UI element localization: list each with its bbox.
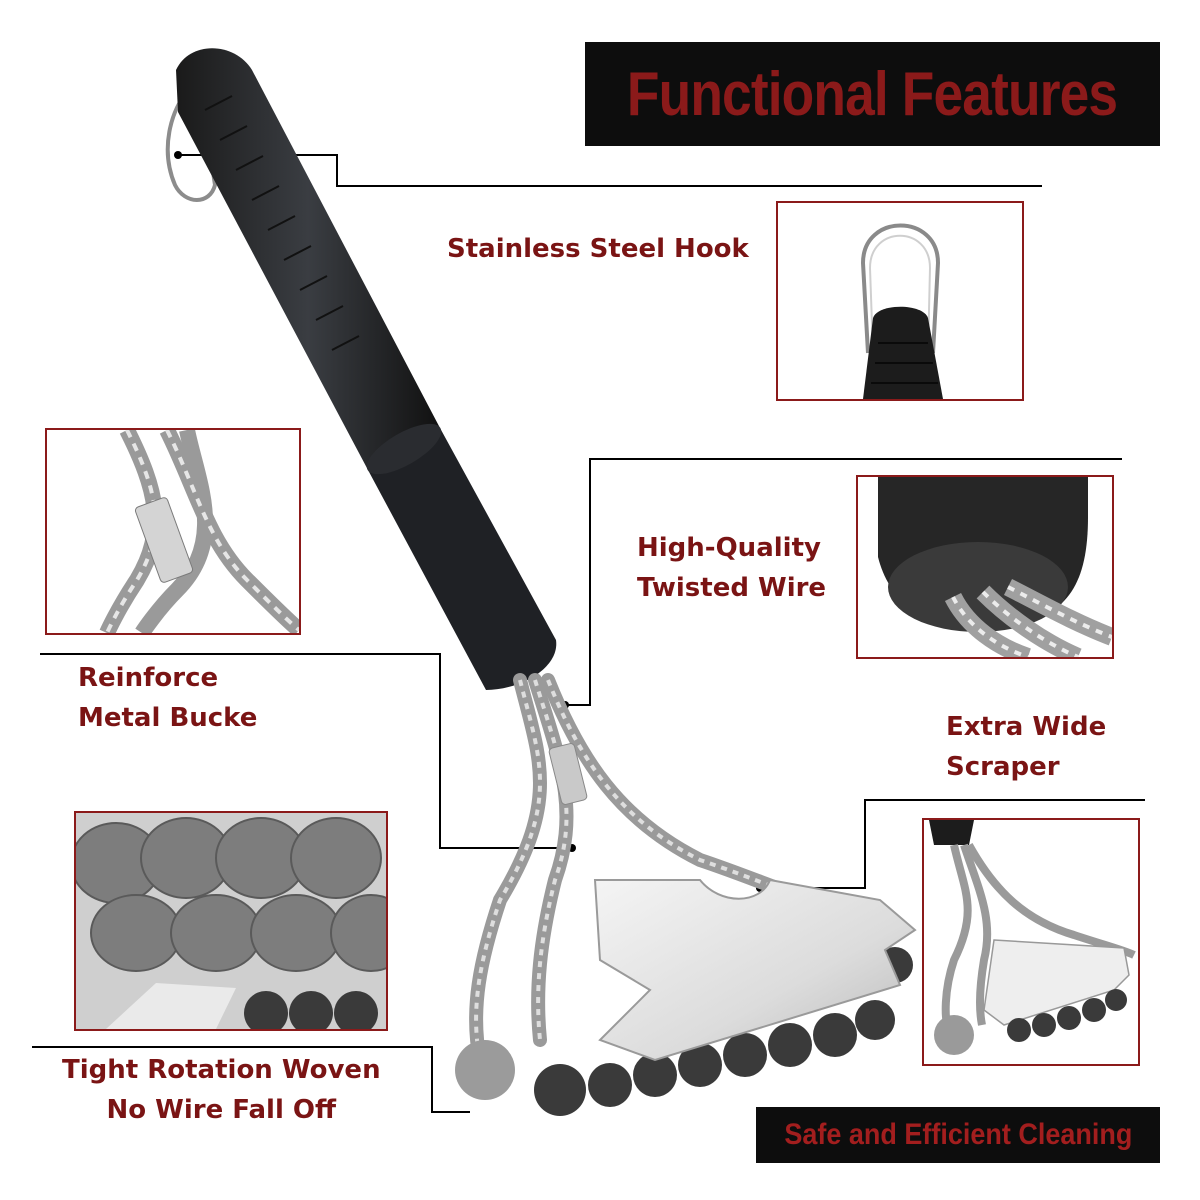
bristle-rows [455, 947, 913, 1116]
inset-twisted-wire-closeup [856, 475, 1114, 659]
scraper-label-line1: Extra Wide [946, 712, 1107, 742]
brush-handle [176, 48, 557, 690]
label-twisted-wire: High-Quality Twisted Wire [637, 528, 826, 608]
wire-label-line2: Twisted Wire [637, 573, 827, 603]
hook-label-text: Stainless Steel Hook [447, 234, 749, 264]
inset-buckle-closeup [45, 428, 301, 635]
hook-shape [165, 86, 218, 202]
label-woven-bristles: Tight Rotation Woven No Wire Fall Off [62, 1050, 381, 1130]
woven-label-line1: Tight Rotation Woven [62, 1055, 381, 1085]
wire-label-line1: High-Quality [637, 533, 821, 563]
woven-label-line2: No Wire Fall Off [106, 1095, 337, 1125]
label-stainless-steel-hook: Stainless Steel Hook [447, 229, 749, 269]
inset-hook-closeup [776, 201, 1024, 401]
buckle-label-line1: Reinforce [78, 663, 219, 693]
inset-woven-bristles-closeup [74, 811, 388, 1031]
footer-banner: Safe and Efficient Cleaning [756, 1107, 1160, 1163]
inset-scraper-closeup [922, 818, 1140, 1066]
scraper-plate [593, 878, 917, 1062]
footer-text: Safe and Efficient Cleaning [783, 1118, 1133, 1151]
scraper-label-line2: Scraper [946, 752, 1060, 782]
page-title: Functional Features [627, 59, 1118, 129]
title-banner: Functional Features [585, 42, 1160, 146]
buckle-label-line2: Metal Bucke [78, 703, 258, 733]
label-extra-wide-scraper: Extra Wide Scraper [946, 707, 1106, 787]
label-metal-buckle: Reinforce Metal Bucke [78, 658, 257, 738]
